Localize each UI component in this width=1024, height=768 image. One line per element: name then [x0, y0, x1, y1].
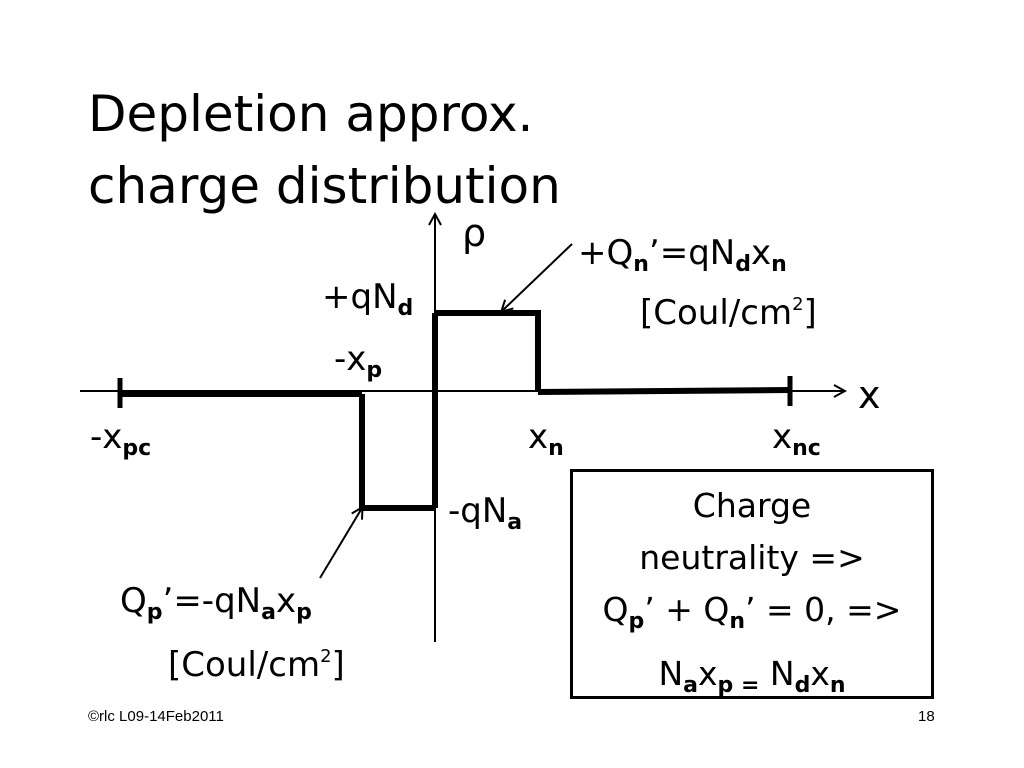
neutral-n-region: [537, 387, 791, 395]
x-axis-label: x: [858, 373, 881, 417]
slide-number: 18: [918, 708, 935, 725]
minus-qna-label: -qNa: [448, 491, 523, 535]
qn-units: [Coul/cm2]: [640, 293, 817, 333]
xnc-label: xnc: [772, 417, 821, 461]
minus-xpc-label: -xpc: [90, 417, 152, 461]
qn-charge-annotation: +Qn’=qNdxn: [578, 233, 787, 277]
negative-charge-block: [359, 394, 435, 511]
box-line-4: Naxp = Ndxn: [658, 654, 846, 698]
qp-units: [Coul/cm2]: [168, 645, 345, 685]
charge-neutrality-box: Charge neutrality => Qp’ + Qn’ = 0, => N…: [570, 469, 934, 699]
box-line-1: Charge: [692, 486, 812, 525]
title-line-1: Depletion approx.: [88, 85, 534, 143]
plus-qnd-label: +qNd: [322, 277, 414, 321]
minus-xp-label: -xp: [334, 339, 383, 383]
rho-axis-label: ρ: [462, 211, 487, 255]
qn-arrow: [502, 243, 573, 311]
box-line-3: Qp’ + Qn’ = 0, =>: [602, 590, 902, 634]
xn-label: xn: [528, 417, 564, 461]
title-line-2: charge distribution: [88, 157, 561, 215]
slide-title: Depletion approx. charge distribution: [88, 78, 561, 222]
qp-arrow: [319, 508, 362, 579]
positive-charge-block: [435, 310, 541, 392]
box-line-2: neutrality =>: [639, 538, 865, 577]
qp-charge-annotation: Qp’=-qNaxp: [120, 581, 312, 625]
footer-copyright: ©rlc L09-14Feb2011: [88, 708, 224, 725]
